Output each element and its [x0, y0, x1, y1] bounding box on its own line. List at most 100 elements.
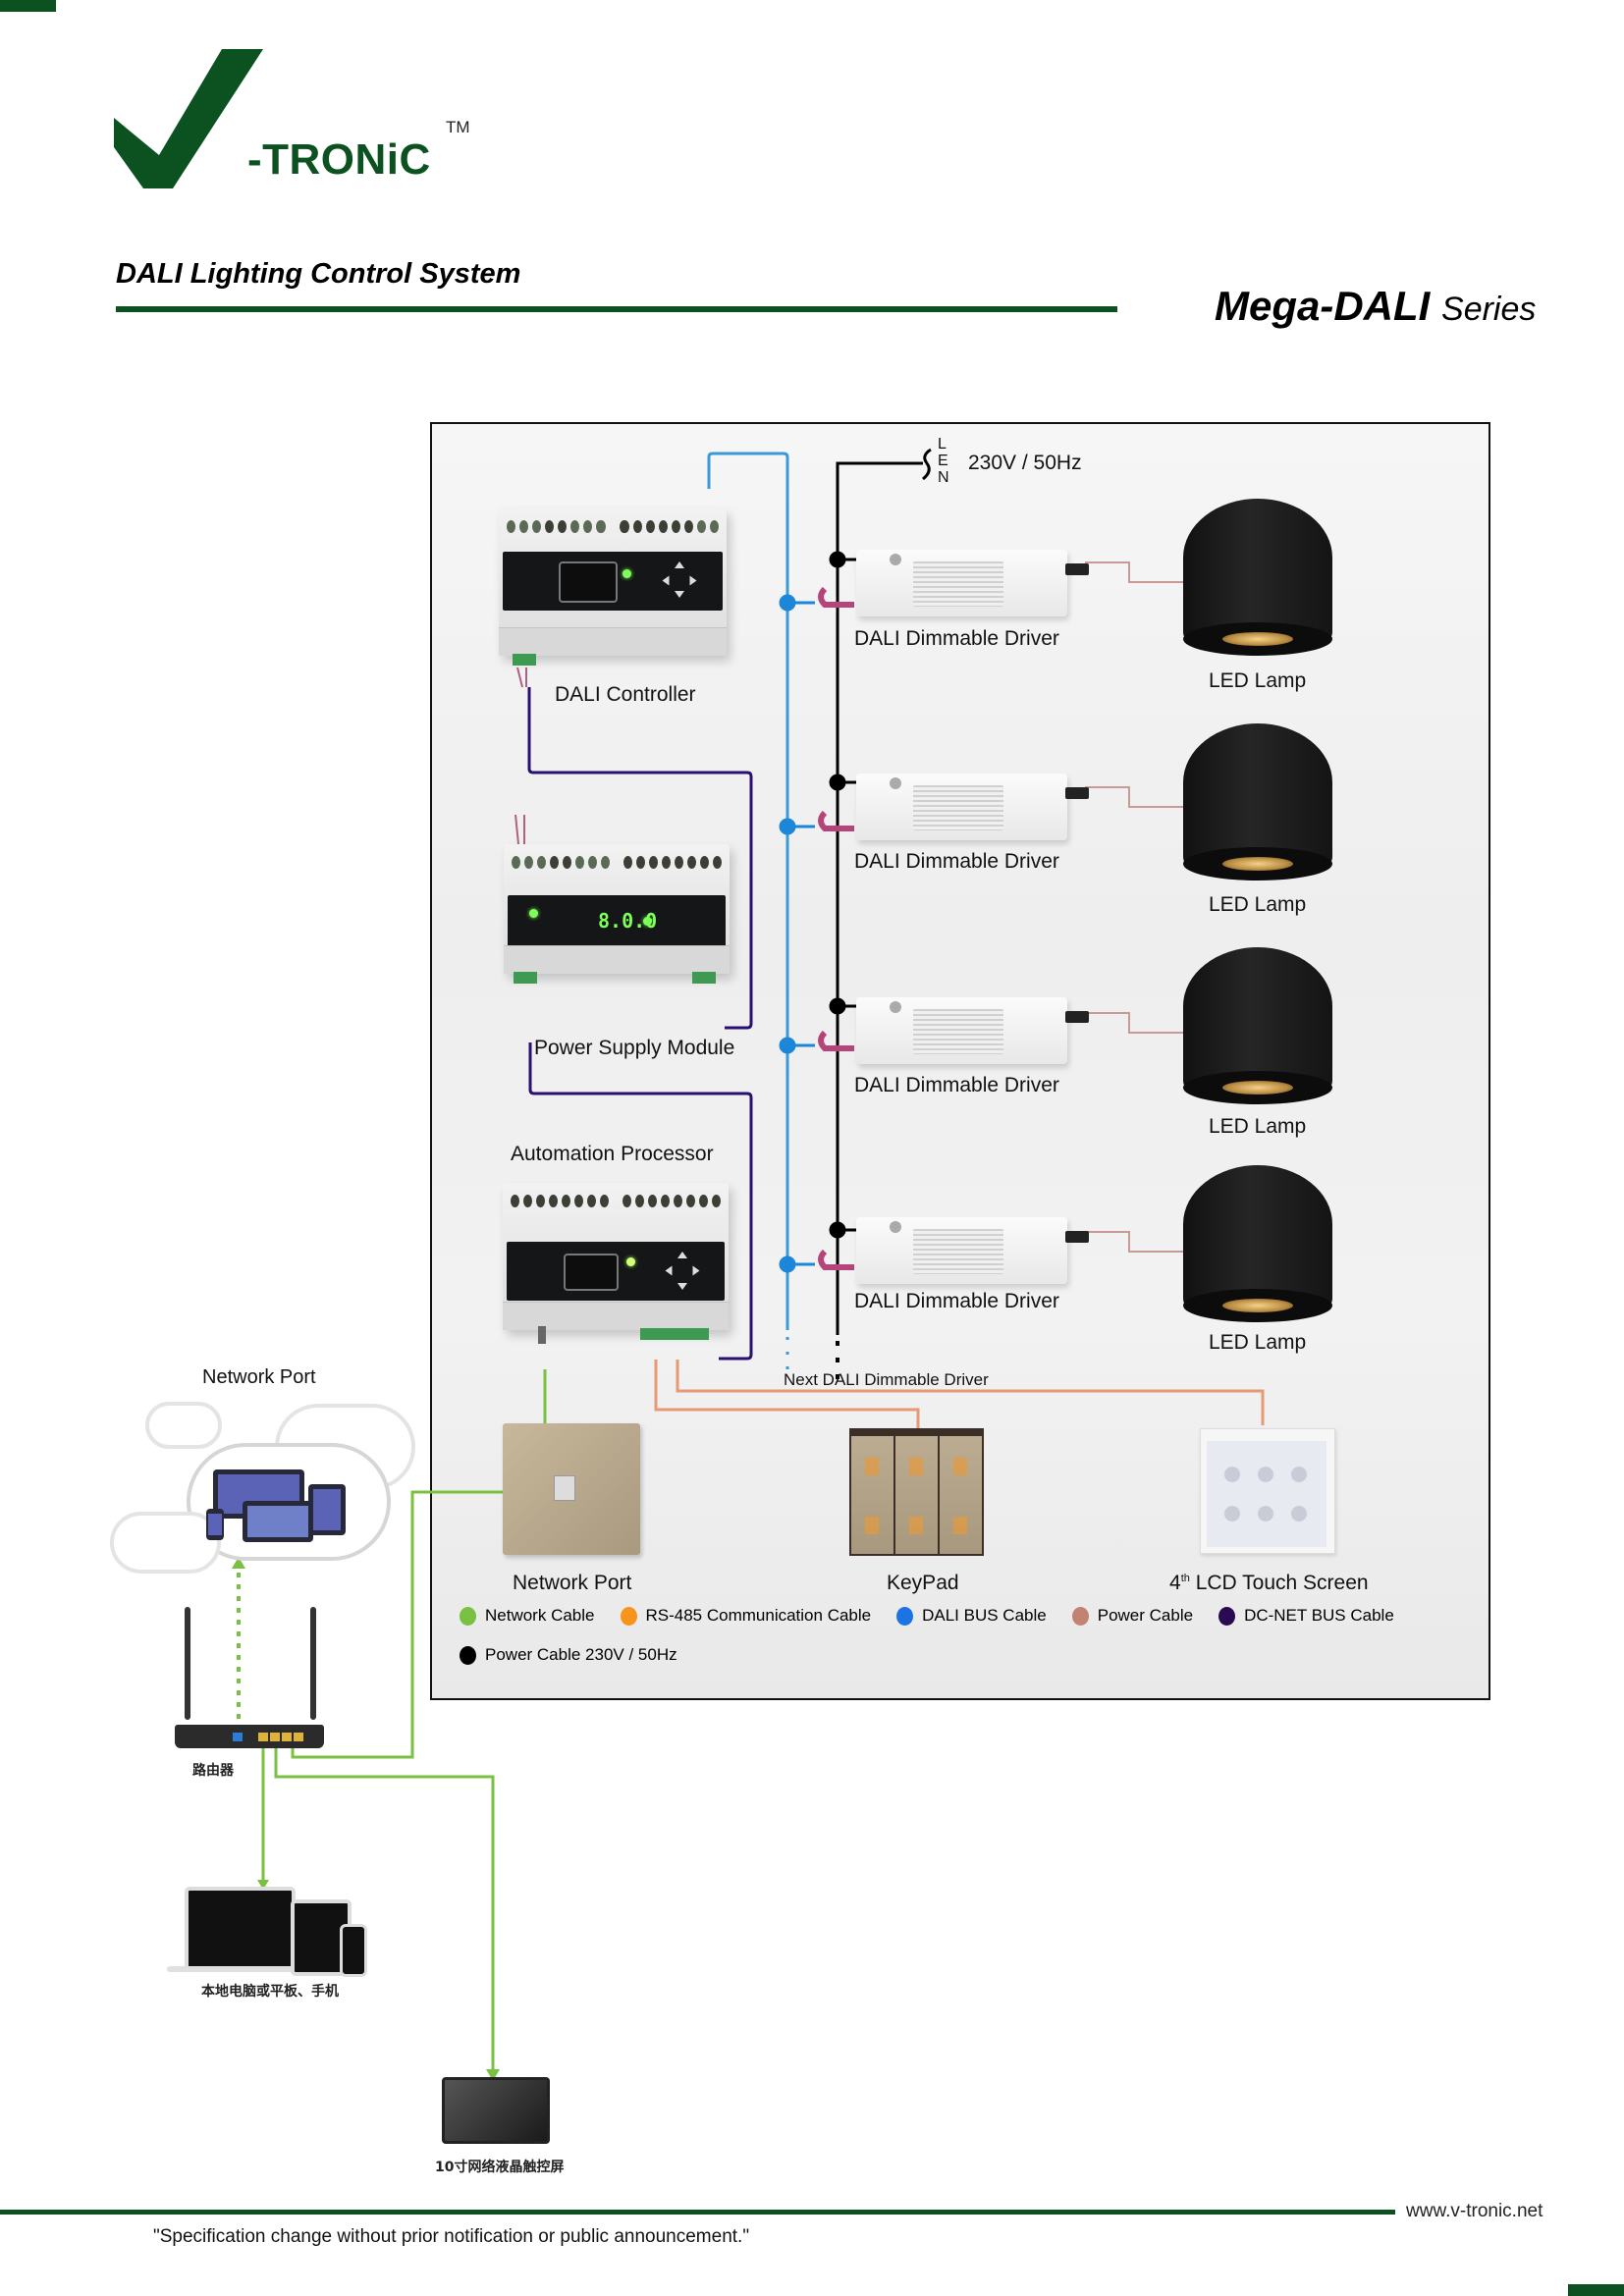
local-laptop-icon — [185, 1887, 296, 1971]
terminal-block — [512, 852, 722, 874]
dali-controller-module — [499, 508, 727, 666]
legend-swatch — [460, 1606, 476, 1626]
led-lamp-4 — [1183, 1165, 1332, 1322]
line-letter-n: N — [938, 469, 949, 486]
network-connector — [538, 1326, 546, 1344]
legend-label: Network Cable — [485, 1606, 595, 1625]
mains-phase-letters: L E N — [938, 436, 949, 486]
led-lamp-1 — [1183, 499, 1332, 656]
page-subtitle: DALI Lighting Control System — [116, 258, 521, 290]
network-port-device — [503, 1423, 640, 1555]
legend-label: Power Cable — [1097, 1606, 1194, 1625]
down-button-icon — [677, 1283, 687, 1290]
led-lamp-2 — [1183, 723, 1332, 881]
lan-port-4 — [294, 1733, 303, 1741]
terminal-block — [511, 1191, 721, 1212]
touchscreen-monitor-icon — [442, 2077, 550, 2144]
up-button-icon — [677, 1252, 687, 1258]
status-led — [626, 1257, 635, 1266]
trademark: TM — [446, 118, 470, 136]
lan-port-2 — [270, 1733, 280, 1741]
legend-label: RS-485 Communication Cable — [645, 1606, 872, 1625]
lcd-touch-screen-device — [1200, 1428, 1335, 1554]
router-label: 路由器 — [192, 1763, 234, 1779]
corner-accent-top — [0, 0, 56, 12]
lan-port-3 — [282, 1733, 292, 1741]
cable-legend-row-1: Network Cable RS-485 Communication Cable… — [460, 1606, 1394, 1626]
lan-port-1 — [258, 1733, 268, 1741]
right-button-icon — [689, 575, 697, 586]
dc-net-terminal — [513, 654, 536, 666]
legend-item-dc-net-bus-cable: DC-NET BUS Cable — [1218, 1606, 1394, 1626]
power-supply-front-panel: 8.0.0 — [508, 895, 726, 954]
left-button-icon — [665, 1265, 673, 1276]
power-supply-module: 8.0.0 — [504, 844, 730, 984]
legend-item-network-cable: Network Cable — [460, 1606, 595, 1626]
brand-name: -TRONiC — [247, 135, 431, 184]
legend-item-rs485-cable: RS-485 Communication Cable — [620, 1606, 872, 1626]
header-divider — [116, 306, 1117, 312]
dali-controller-label: DALI Controller — [555, 683, 696, 706]
dali-driver-label: DALI Dimmable Driver — [854, 627, 1059, 650]
local-devices-label: 本地电脑或平板、手机 — [201, 1984, 339, 2000]
dc-net-terminal-right — [692, 972, 716, 984]
series-title: Mega-DALI Series — [1215, 283, 1536, 330]
corner-accent-bottom — [1568, 2284, 1624, 2296]
led-lamp-label: LED Lamp — [1209, 1331, 1307, 1354]
lcd-size-suffix: th — [1180, 1573, 1190, 1584]
legend-swatch — [1218, 1606, 1236, 1626]
dali-driver-2 — [856, 774, 1089, 840]
cable-legend-row-2: Power Cable 230V / 50Hz — [460, 1645, 677, 1665]
legend-label: DALI BUS Cable — [922, 1606, 1047, 1625]
left-button-icon — [662, 575, 670, 586]
laptop-icon — [243, 1501, 313, 1542]
series-name: Mega-DALI — [1215, 283, 1431, 329]
legend-swatch — [620, 1606, 637, 1626]
router-antenna-right — [310, 1607, 316, 1720]
legend-swatch — [1071, 1606, 1089, 1626]
legend-swatch — [896, 1606, 914, 1626]
led-lamp-label: LED Lamp — [1209, 669, 1307, 692]
dali-driver-label: DALI Dimmable Driver — [854, 850, 1059, 873]
legend-item-power-cable-230v: Power Cable 230V / 50Hz — [460, 1645, 677, 1665]
wan-port — [233, 1733, 243, 1741]
rj45-jack — [554, 1475, 575, 1501]
dali-driver-label: DALI Dimmable Driver — [854, 1074, 1059, 1096]
tablet-icon — [308, 1484, 346, 1535]
led-lamp-3 — [1183, 947, 1332, 1104]
lcd-touch-screen-label: 4th LCD Touch Screen — [1169, 1572, 1369, 1595]
router-icon — [175, 1725, 324, 1748]
touchscreen-label: 10寸网络液晶触控屏 — [435, 2160, 565, 2175]
mains-voltage-label: 230V / 50Hz — [968, 452, 1082, 474]
keypad-device — [849, 1428, 984, 1556]
power-supply-label: Power Supply Module — [534, 1037, 735, 1059]
cloud-icon-left — [110, 1512, 221, 1574]
status-led — [623, 569, 631, 578]
automation-processor-label: Automation Processor — [511, 1143, 714, 1165]
keypad-label: KeyPad — [887, 1572, 959, 1594]
network-port-title: Network Port — [202, 1366, 316, 1388]
power-led — [529, 909, 538, 918]
lcd-label-text: LCD Touch Screen — [1189, 1572, 1369, 1594]
local-phone-icon — [340, 1924, 367, 1977]
dali-driver-4 — [856, 1217, 1089, 1284]
legend-swatch — [460, 1645, 476, 1665]
dali-driver-1 — [856, 550, 1089, 616]
up-button-icon — [675, 561, 684, 568]
lcd-screen — [559, 561, 618, 603]
phone-icon — [206, 1509, 224, 1540]
line-letter-l: L — [938, 436, 947, 453]
processor-front-panel — [507, 1242, 725, 1301]
terminal-block — [507, 516, 719, 538]
website-link[interactable]: www.v-tronic.net — [1406, 2201, 1543, 2221]
legend-item-dali-bus-cable: DALI BUS Cable — [896, 1606, 1047, 1626]
checkmark-logo-icon — [114, 49, 263, 188]
oled-screen — [564, 1254, 619, 1291]
led-lamp-label: LED Lamp — [1209, 1115, 1307, 1138]
automation-processor-module — [503, 1183, 729, 1344]
lcd-size-number: 4 — [1169, 1572, 1181, 1594]
disclaimer-text: "Specification change without prior noti… — [153, 2226, 750, 2247]
legend-label: Power Cable 230V / 50Hz — [485, 1645, 677, 1664]
rs485-terminal — [640, 1328, 709, 1340]
down-button-icon — [675, 591, 684, 598]
